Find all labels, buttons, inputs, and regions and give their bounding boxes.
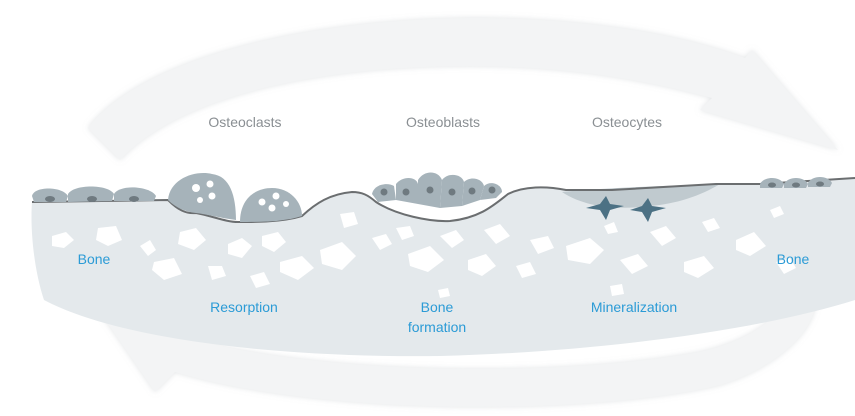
label-bone-left: Bone xyxy=(78,251,111,267)
label-mineralization: Mineralization xyxy=(591,299,677,315)
lining-cells-left xyxy=(32,187,156,203)
label-bone-right: Bone xyxy=(777,251,810,267)
label-resorption: Resorption xyxy=(210,299,278,315)
lining-cells-right xyxy=(760,177,832,188)
label-osteoblasts: Osteoblasts xyxy=(406,114,480,130)
label-bone-formation-line2: formation xyxy=(408,319,466,335)
top-cycle-arrow xyxy=(88,18,838,160)
label-bone-formation-line1: Bone xyxy=(421,299,454,315)
label-osteoclasts: Osteoclasts xyxy=(208,114,281,130)
osteoblast-cells xyxy=(372,173,502,209)
label-osteocytes: Osteocytes xyxy=(592,114,662,130)
